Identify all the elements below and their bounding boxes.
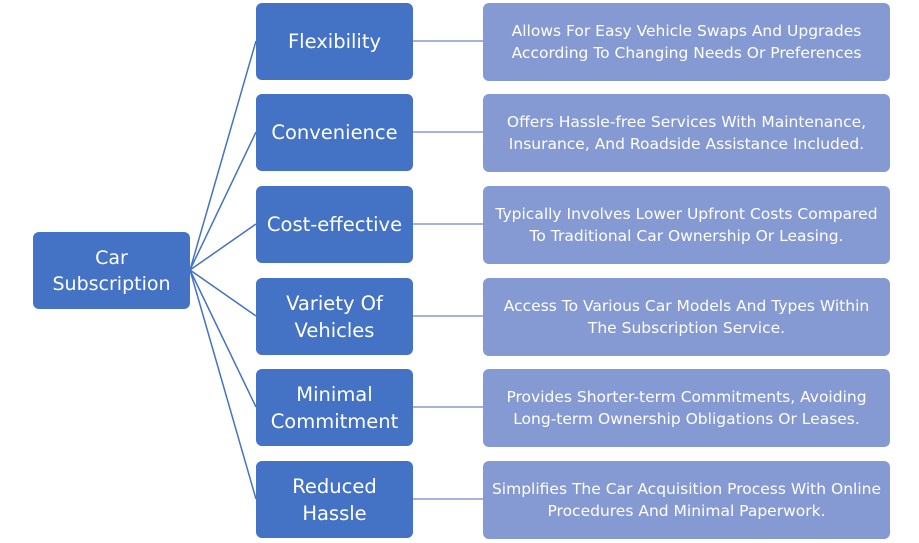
category-node-cost-effective: Cost-effective (256, 186, 413, 263)
category-node-flexibility: Flexibility (256, 3, 413, 80)
connector-root-minimal-commitment (189, 269, 257, 408)
connector-root-flexibility (189, 40, 257, 271)
category-node-minimal-commitment: Minimal Commitment (256, 369, 413, 446)
connector-root-cost-effective (189, 223, 257, 271)
category-label: Reduced Hassle (292, 474, 377, 525)
root-to-category-connectors (189, 40, 257, 500)
description-text: Offers Hassle-free Services With Mainten… (506, 112, 867, 154)
description-text: Simplifies The Car Acquisition Process W… (491, 479, 882, 521)
description-node-reduced-hassle: Simplifies The Car Acquisition Process W… (483, 461, 890, 539)
description-node-cost-effective: Typically Involves Lower Upfront Costs C… (483, 186, 890, 264)
category-label: Cost-effective (266, 213, 403, 236)
connector-root-convenience (189, 131, 257, 271)
root-node-car-subscription: Car Subscription (33, 232, 190, 309)
category-label: Flexibility (287, 30, 382, 53)
description-text: Typically Involves Lower Upfront Costs C… (495, 204, 878, 246)
connector-root-reduced-hassle (189, 269, 257, 500)
category-node-convenience: Convenience (256, 94, 413, 171)
category-label: Minimal Commitment (270, 382, 399, 433)
description-text: Access To Various Car Models And Types W… (503, 296, 870, 338)
description-node-minimal-commitment: Provides Shorter-term Commitments, Avoid… (483, 369, 890, 447)
category-label: Variety Of Vehicles (286, 291, 383, 342)
description-node-variety-of-vehicles: Access To Various Car Models And Types W… (483, 278, 890, 356)
description-text: Provides Shorter-term Commitments, Avoid… (506, 387, 867, 429)
category-label: Convenience (271, 121, 398, 144)
category-node-reduced-hassle: Reduced Hassle (256, 461, 413, 538)
root-label: Car Subscription (52, 246, 171, 295)
description-node-flexibility: Allows For Easy Vehicle Swaps And Upgrad… (483, 3, 890, 81)
description-text: Allows For Easy Vehicle Swaps And Upgrad… (511, 21, 862, 63)
category-to-description-connectors (413, 40, 483, 500)
category-node-variety-of-vehicles: Variety Of Vehicles (256, 278, 413, 355)
connector-root-variety (189, 269, 257, 317)
description-node-convenience: Offers Hassle-free Services With Mainten… (483, 94, 890, 172)
